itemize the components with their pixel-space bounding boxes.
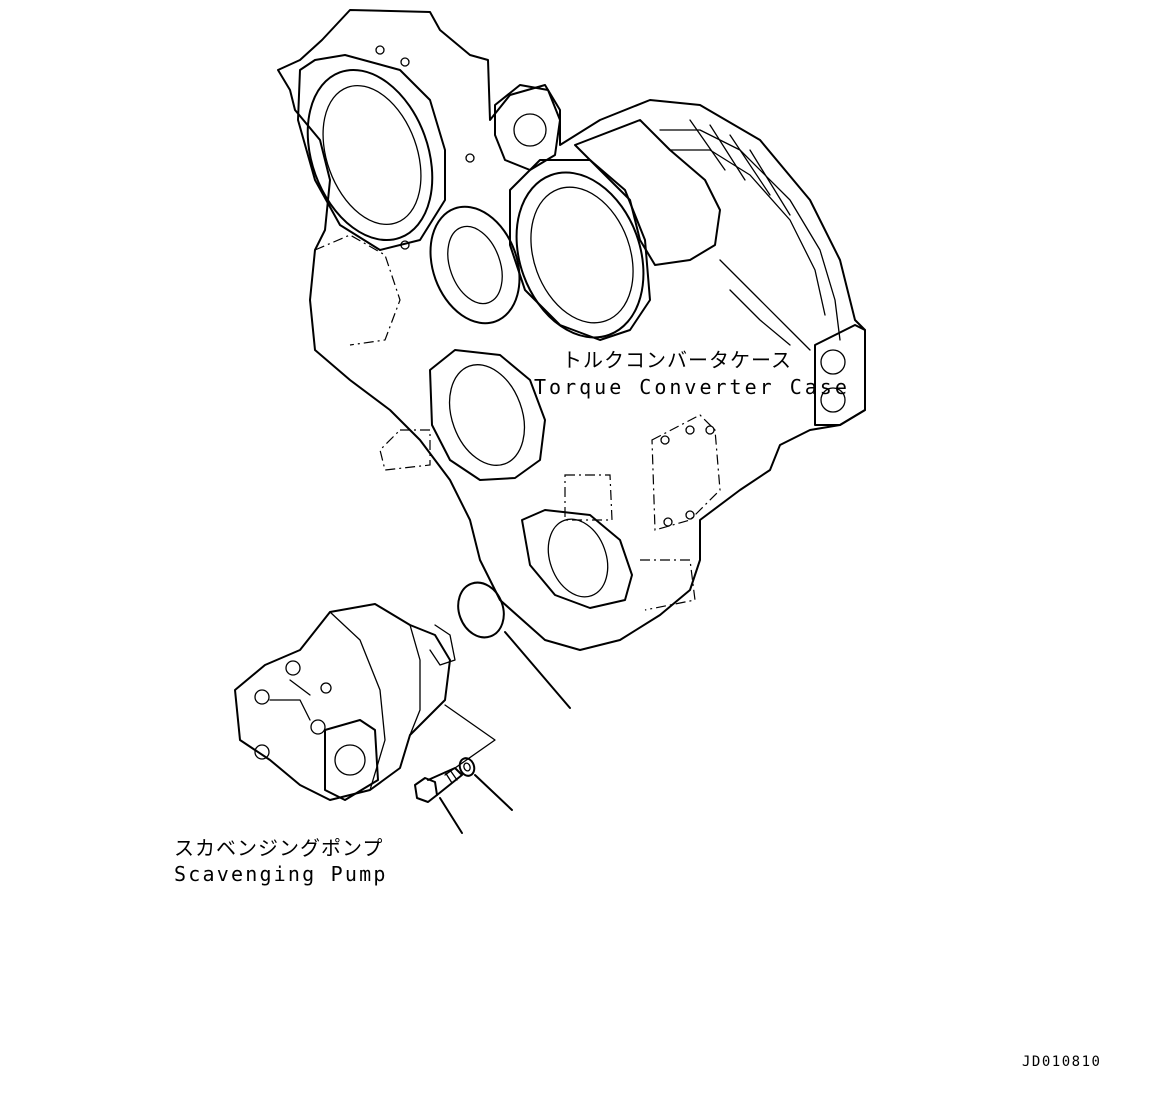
scavenging-pump [234, 603, 456, 801]
o-ring-leader-line [504, 631, 571, 709]
washer-leader-line [474, 774, 513, 811]
scavenging-pump-label-en: Scavenging Pump [174, 862, 388, 886]
torque-converter-case-label-jp: トルクコンバータケース [562, 348, 792, 372]
o-ring [457, 581, 571, 709]
bolt-leader-line [439, 797, 463, 834]
torque-converter-case [277, 9, 866, 651]
scavenging-pump-label-jp: スカベンジングポンプ [174, 836, 384, 860]
torque-converter-case-label-en: Torque Converter Case [534, 375, 850, 399]
washer [458, 757, 513, 811]
drawing-code: JD010810 [1022, 1054, 1102, 1070]
bolt [414, 767, 463, 834]
assembly-leader-bracket [444, 704, 496, 776]
